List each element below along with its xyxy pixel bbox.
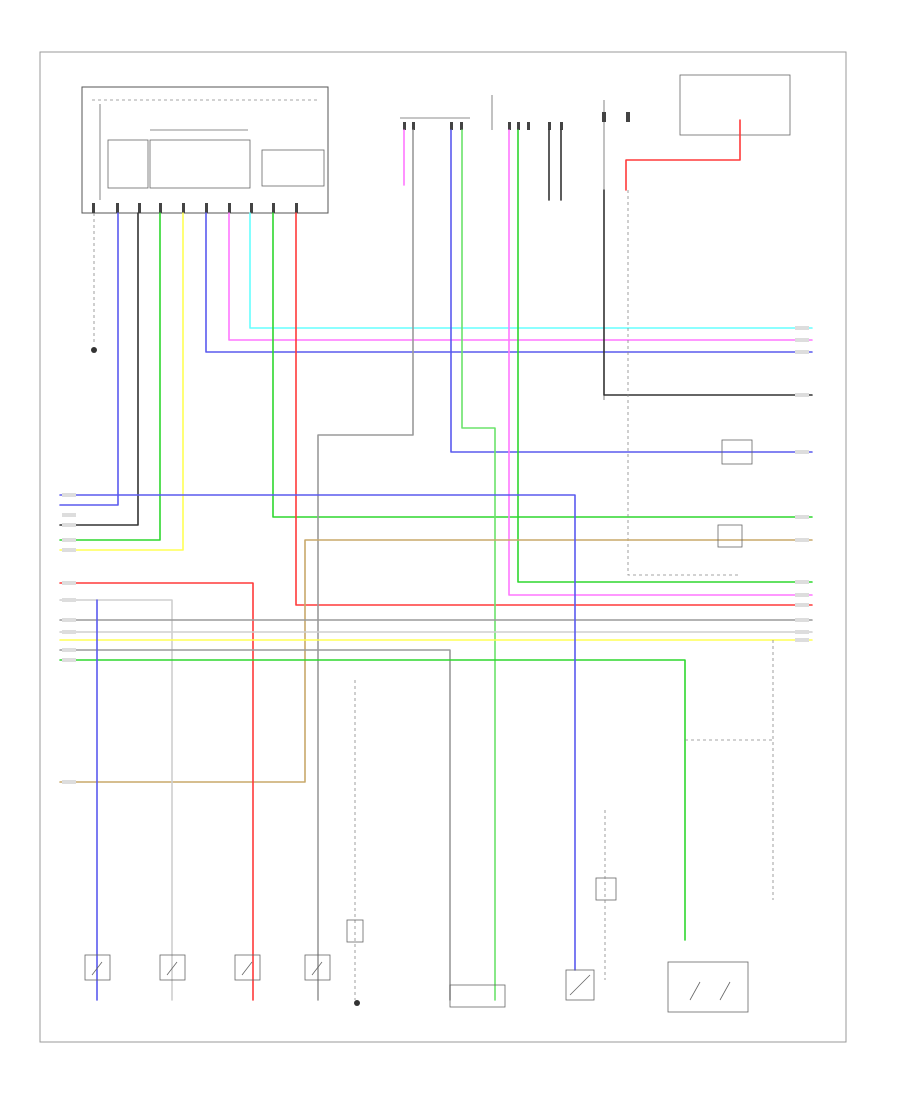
wire-blue-3 <box>450 129 813 453</box>
wire-pink-2 <box>508 129 813 596</box>
ground-symbol-module <box>91 213 97 353</box>
connector-top-center-1 <box>400 117 470 130</box>
component-middle-right <box>717 439 753 548</box>
wire-tags-right <box>795 326 809 642</box>
door-switch-bottom <box>449 984 506 1008</box>
wire-grey-3 <box>59 649 451 1001</box>
switch-bottom-2 <box>159 954 186 981</box>
switch-bottom-4 <box>304 954 331 981</box>
wire-yellow-1 <box>59 212 184 551</box>
module-connector-pins <box>92 203 298 213</box>
wire-green-1 <box>59 212 161 541</box>
wire-green-4 <box>517 129 813 583</box>
wire-red-top-right <box>625 119 741 191</box>
diagram-frame <box>39 51 847 1043</box>
wire-blue-2 <box>205 212 813 353</box>
wire-green-5 <box>59 659 686 941</box>
wire-cyan-1 <box>249 212 813 329</box>
connector-top-center-2 <box>491 95 563 130</box>
wire-blue-4 <box>59 494 576 971</box>
wire-black-right <box>603 189 813 396</box>
control-module <box>81 86 329 214</box>
wire-tan-1 <box>59 539 813 783</box>
switch-bottom-3 <box>234 954 261 981</box>
wire-red-1 <box>295 212 813 606</box>
component-bottom-center <box>565 969 595 1001</box>
switch-bottom-1 <box>84 954 111 981</box>
wire-pink-1 <box>228 212 813 341</box>
component-bottom-center-right <box>595 810 617 980</box>
wire-tags-left <box>62 493 76 784</box>
component-bottom-center-left <box>346 680 364 1006</box>
wire-blue-1 <box>59 212 119 506</box>
wire-black-1 <box>59 212 139 526</box>
wire-grey-vertical <box>317 129 414 1001</box>
wire-dashed-right <box>627 190 740 576</box>
wire-red-2 <box>59 582 254 1001</box>
wire-green-3 <box>461 129 496 1001</box>
wire-green-2 <box>272 212 813 518</box>
relay-bottom-right <box>667 961 749 1013</box>
